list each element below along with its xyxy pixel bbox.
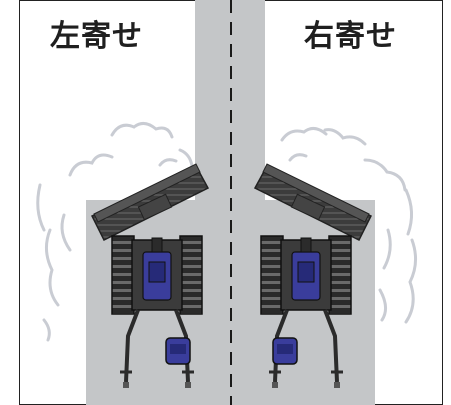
crawler-track-icon — [111, 235, 135, 315]
crawler-track-icon — [260, 235, 284, 315]
left-offset-label: 左寄せ — [50, 19, 143, 54]
snowplow-blade-icon — [253, 163, 373, 242]
right-snowplow-machine — [253, 163, 373, 388]
right-offset-label: 右寄せ — [304, 19, 397, 54]
snow-cloud-icon — [280, 127, 417, 324]
crawler-track-icon — [179, 235, 203, 315]
snowplow-blade-icon — [90, 163, 210, 242]
left-snowplow-machine — [90, 163, 210, 388]
operator-icon — [165, 337, 191, 365]
snow-cloud-icon — [36, 122, 194, 342]
operator-icon — [272, 337, 298, 365]
crawler-track-icon — [328, 235, 352, 315]
